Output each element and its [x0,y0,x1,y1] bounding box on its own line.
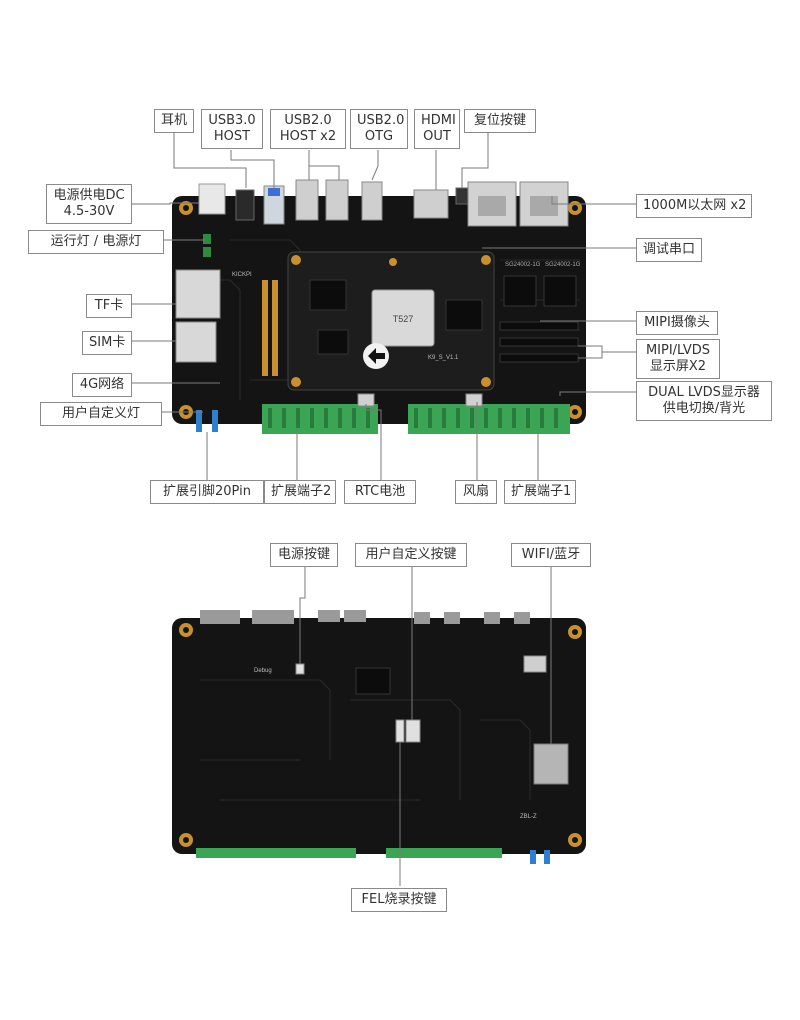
label-power-dc-line1: 电源供电DC [53,188,125,203]
bottom-terminal-2 [196,848,356,858]
label-earphone-text: 耳机 [161,113,188,128]
label-dual-lvds-line2: 供电切换/背光 [662,401,746,416]
label-dual-lvds: DUAL LVDS显示器供电切换/背光 [636,381,772,421]
fel-button [395,719,405,743]
label-mipi-lvds-line1: MIPI/LVDS [645,343,711,358]
label-dual-lvds-line1: DUAL LVDS显示器 [648,385,760,400]
label-hdmi-line1: HDMI [421,113,456,128]
label-4g-text: 4G网络 [79,377,125,392]
dc-jack [198,183,226,215]
label-exp20-text: 扩展引脚20Pin [163,484,251,499]
label-reset: 复位按键 [464,109,536,133]
usb20-host-port-1 [295,179,319,221]
tf-slot [175,269,221,319]
label-user-led-text: 用户自定义灯 [61,406,140,421]
label-power-dc-line2: 4.5-30V [63,204,115,219]
wifi-module [533,743,569,785]
label-rtc-text: RTC电池 [354,484,406,499]
label-mipi-lvds-line2: 显示屏X2 [649,359,707,374]
terminal-block-1 [408,404,570,434]
label-user-led: 用户自定义灯 [40,402,162,426]
label-fan-text: 风扇 [462,484,489,499]
eth-chip-1-text: SG24002-1G [505,262,541,268]
label-wifi-bt-text: WIFI/蓝牙 [521,547,581,562]
board-id-text: K9_S_V1.1 [428,355,459,361]
user-button [405,719,421,743]
label-terminal-2: 扩展端子2 [264,480,336,504]
label-usb20-host-line2: HOST x2 [279,129,337,144]
label-usb30-line1: USB3.0 [208,113,256,128]
label-usb30-line2: HOST [213,129,251,144]
brand-text: KICKPI [232,272,252,278]
label-terminal-2-text: 扩展端子2 [271,484,332,499]
label-mipi-camera-text: MIPI摄像头 [644,315,710,330]
label-terminal-1-text: 扩展端子1 [511,484,572,499]
soc-chip [371,289,435,347]
bottom-board: Debug ZBL-Z [172,610,586,864]
eth-chip-2-text: SG24002-1G [545,262,581,268]
label-run-led: 运行灯 / 电源灯 [28,230,164,254]
label-debug-uart: 调试串口 [636,238,702,262]
label-fel: FEL烧录按键 [351,888,447,912]
label-usb20-otg-line2: OTG [364,129,394,144]
label-rtc: RTC电池 [344,480,416,504]
label-fel-text: FEL烧录按键 [361,892,437,907]
label-terminal-1: 扩展端子1 [504,480,576,504]
label-power-button: 电源按键 [270,543,338,567]
label-sim-text: SIM卡 [89,335,126,350]
bottom-pcb [172,618,586,854]
bottom-mounting-holes [179,623,582,847]
sim-slot [175,321,217,363]
label-power-button-text: 电源按键 [277,547,330,562]
label-fan: 风扇 [455,480,497,504]
top-board: T527 K9_S_V1.1 KICKPI [172,179,586,434]
label-debug-uart-text: 调试串口 [643,242,696,257]
power-button [295,663,305,675]
label-exp20: 扩展引脚20Pin [150,480,264,504]
soc-label: T527 [393,314,414,324]
fan-connector [465,393,483,407]
label-run-led-text: 运行灯 / 电源灯 [50,234,142,249]
leader-lines [131,131,636,886]
label-user-button-text: 用户自定义按键 [365,547,457,562]
terminal-block-2 [262,404,378,434]
label-reset-text: 复位按键 [473,113,526,128]
label-hdmi-line2: OUT [423,129,451,144]
label-usb20-otg-line1: USB2.0 [357,113,405,128]
usb20-otg-port [361,181,383,221]
label-earphone: 耳机 [154,109,194,133]
label-tf: TF卡 [86,294,132,318]
label-4g: 4G网络 [72,373,132,397]
pin-header-20 [262,280,278,376]
label-sim: SIM卡 [82,331,132,355]
label-usb20-host-line1: USB2.0 [284,113,332,128]
bottom-pcb-traces [200,679,531,801]
label-ethernet-text: 1000M以太网 x2 [643,198,747,213]
bottom-terminal-1 [386,848,502,858]
debug-text: Debug [254,668,272,674]
label-tf-text: TF卡 [94,298,124,313]
audio-jack [235,189,255,221]
label-mipi-camera: MIPI摄像头 [636,311,718,335]
hdmi-port [413,189,449,219]
wifi-module-text: ZBL-Z [520,814,537,820]
usb20-host-port-2 [325,179,349,221]
label-user-button: 用户自定义按键 [355,543,467,567]
label-wifi-bt: WIFI/蓝牙 [511,543,591,567]
label-ethernet: 1000M以太网 x2 [636,194,752,218]
